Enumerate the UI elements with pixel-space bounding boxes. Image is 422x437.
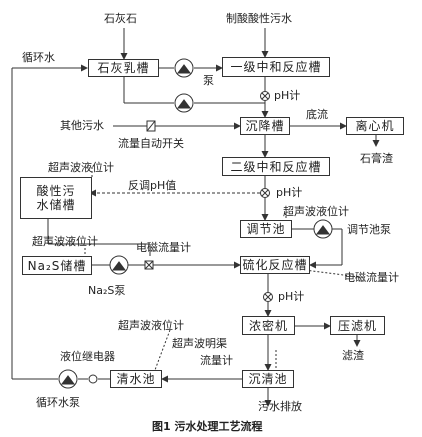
flowmeter-icon	[144, 260, 154, 270]
em-flowmeter-label-1: 电磁流量计	[136, 241, 191, 254]
regulating-pump-label: 调节池泵	[347, 223, 391, 236]
ph-meter-label-1: pH计	[274, 89, 301, 102]
gypsum-residue-label: 石膏渣	[360, 152, 393, 165]
regulating-pond: 调节池	[240, 220, 292, 238]
ph-meter-icon	[260, 91, 270, 101]
ultrasonic-level-label-4: 超声波液位计	[118, 319, 184, 332]
ph-meter-icon	[260, 188, 270, 198]
filter-press: 压滤机	[330, 316, 385, 335]
na2s-storage-tank: Na₂S储槽	[22, 256, 92, 275]
ultrasonic-level-label-1: 超声波液位计	[48, 161, 114, 174]
ultrasonic-level-label-2: 超声波液位计	[283, 205, 349, 218]
pump-base-icon	[177, 64, 191, 74]
ph-meter-icon	[263, 292, 273, 302]
settling-tank: 沉降槽	[240, 117, 290, 135]
auto-flow-switch-icon	[146, 120, 156, 132]
underflow-label: 底流	[306, 108, 328, 121]
auto-flow-switch-label: 流量自动开关	[118, 137, 184, 150]
recycle-pump-label: 循环水泵	[36, 396, 80, 409]
pump-base-icon	[316, 225, 330, 235]
ph-meter-label-2: pH计	[276, 186, 303, 199]
na2s-pump-label: Na₂S泵	[88, 284, 126, 297]
thickener: 浓密机	[242, 316, 295, 335]
ph-feedback-label: 反调pH值	[128, 179, 177, 192]
sewage-discharge-label: 污水排放	[258, 400, 302, 413]
acid-wastewater-label: 制酸酸性污水	[226, 12, 292, 25]
acid-wastewater-storage: 酸性污水储槽	[20, 177, 92, 219]
limestone-label: 石灰石	[104, 12, 137, 25]
ph-meter-label-3: pH计	[278, 290, 305, 303]
flowmeter-label: 流量计	[200, 354, 233, 367]
filter-residue-label: 滤渣	[342, 349, 364, 362]
sulfide-reactor: 硫化反应槽	[240, 256, 310, 274]
other-wastewater-label: 其他污水	[60, 119, 104, 132]
pump-base-icon	[177, 99, 191, 109]
recycled-water-label: 循环水	[22, 51, 55, 64]
lime-slurry-tank: 石灰乳槽	[88, 59, 159, 77]
ultrasonic-channel-label: 超声波明渠	[172, 337, 227, 350]
ultrasonic-level-label-3: 超声波液位计	[32, 235, 98, 248]
pump-base-icon	[61, 375, 75, 385]
em-flowmeter-label-2: 电磁流量计	[344, 271, 399, 284]
level-relay-icon	[88, 374, 98, 384]
clarifier: 沉清池	[242, 370, 294, 388]
pump-label: 泵	[203, 74, 214, 87]
secondary-neutralization-reactor: 二级中和反应槽	[222, 157, 330, 176]
centrifuge: 离心机	[346, 117, 404, 135]
figure-caption: 图1 污水处理工艺流程	[152, 420, 263, 433]
level-relay-label: 液位继电器	[60, 350, 115, 363]
pump-base-icon	[112, 261, 126, 271]
clear-water-pond: 清水池	[110, 370, 162, 388]
primary-neutralization-reactor: 一级中和反应槽	[222, 57, 330, 77]
